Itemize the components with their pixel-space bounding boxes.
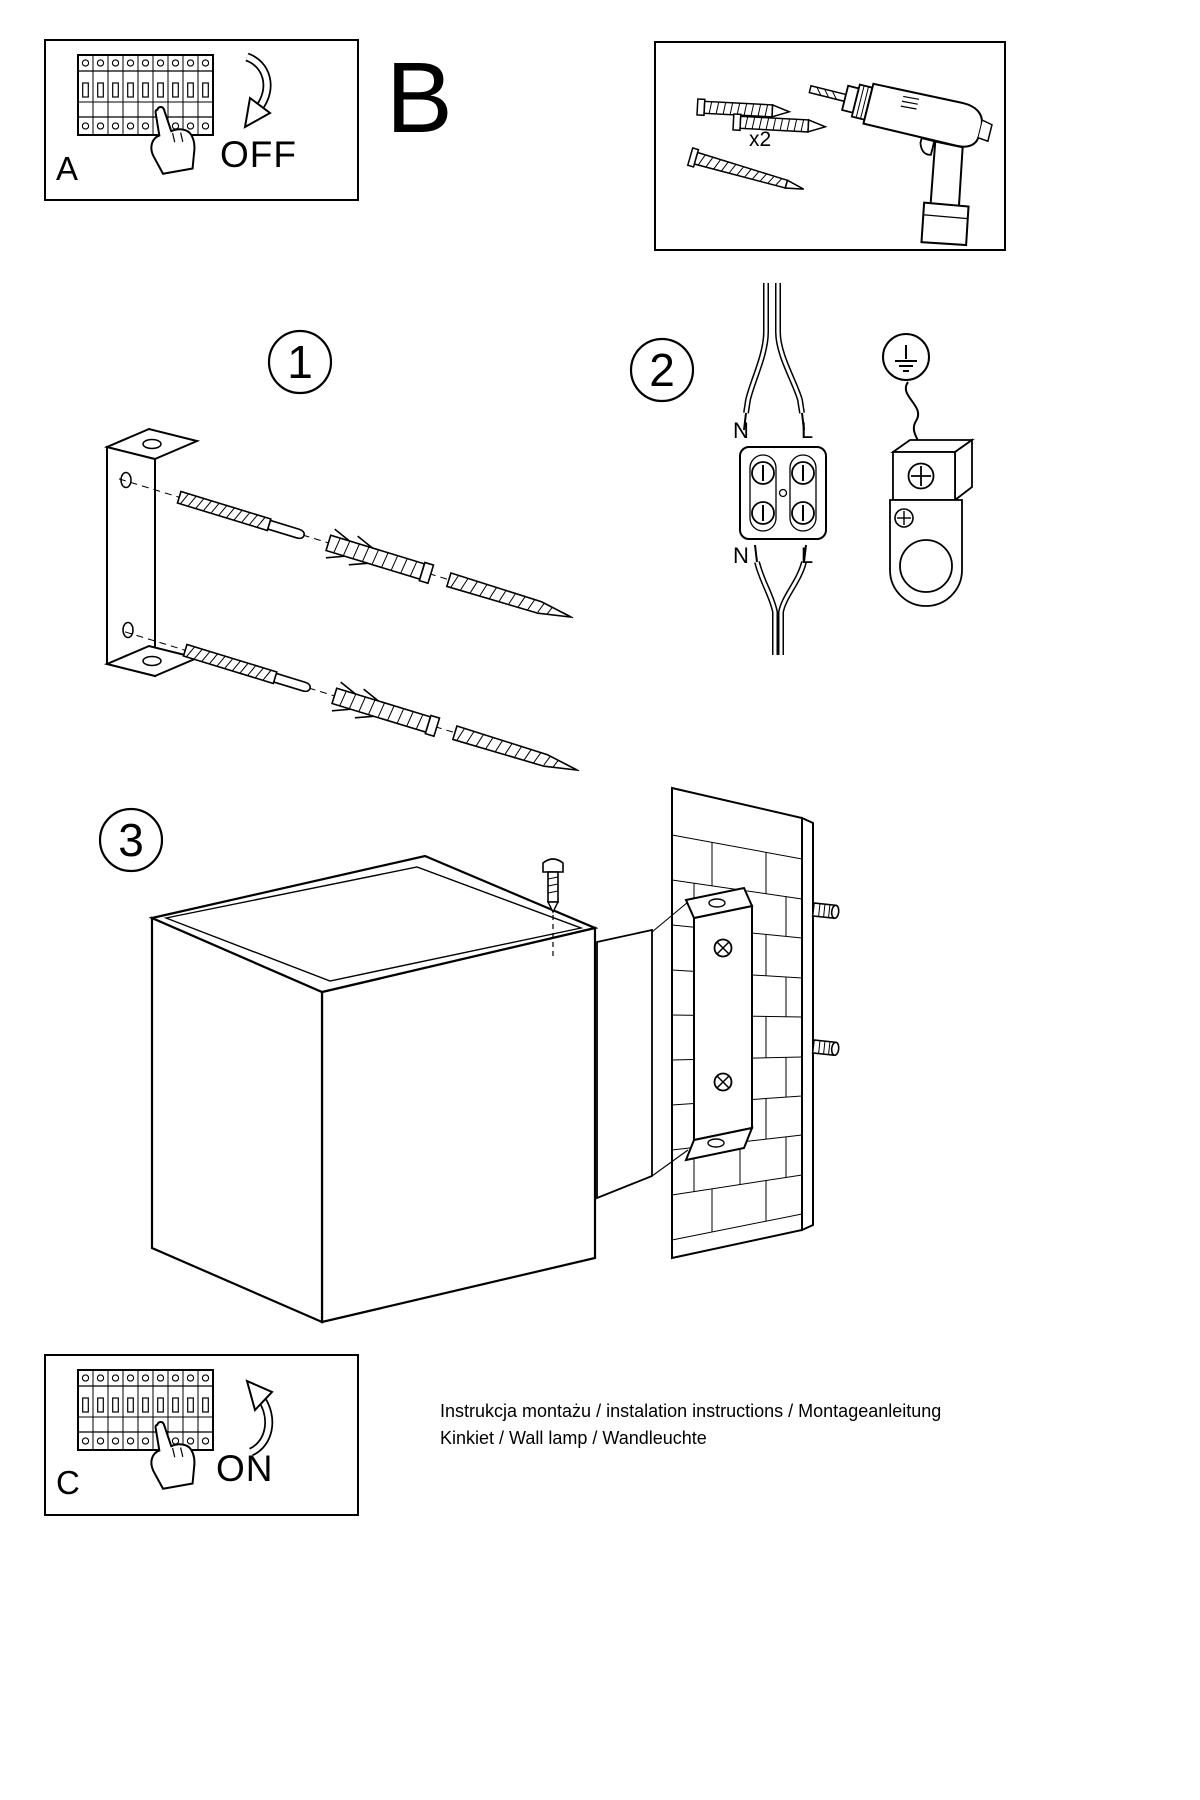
terminal-block-icon xyxy=(739,446,827,540)
terminal-label-live-top: L xyxy=(800,418,814,443)
power-off-state-label: OFF xyxy=(220,134,297,175)
power-on-box-label: C xyxy=(56,1464,80,1501)
mounting-bracket-icon xyxy=(103,427,201,678)
power-on-box-frame xyxy=(44,1354,359,1516)
output-wires-icon xyxy=(754,544,807,655)
drill-icon xyxy=(808,82,993,247)
power-off-box-label: A xyxy=(56,150,79,187)
step-1-circle xyxy=(267,329,333,395)
wall-bolt-icon xyxy=(811,902,841,920)
step-3-illustration xyxy=(98,786,841,1324)
power-on-state-label: ON xyxy=(216,1448,274,1489)
parts-box xyxy=(654,41,1006,251)
alignment-guide-line xyxy=(651,901,689,933)
step-2-illustration xyxy=(629,283,975,655)
alignment-guide-line xyxy=(651,1149,689,1177)
curved-arrow-down-icon xyxy=(243,52,272,129)
terminal-label-neutral-bottom: N xyxy=(733,543,749,568)
step-1-number: 1 xyxy=(287,336,313,388)
screw-anchor-assembly-icon xyxy=(113,463,581,634)
step-2-number: 2 xyxy=(649,344,675,396)
screw-icon xyxy=(686,147,805,190)
ground-terminal-icon xyxy=(889,381,975,607)
screw-anchor-assembly-icon xyxy=(119,616,587,787)
supply-wires-icon xyxy=(743,283,805,431)
power-on-box xyxy=(44,1354,359,1516)
lamp-cube-icon xyxy=(148,854,599,1324)
step-3-number: 3 xyxy=(118,814,144,866)
circuit-breaker-icon xyxy=(77,54,214,136)
power-off-box-frame xyxy=(44,39,359,201)
earth-symbol-icon xyxy=(882,333,930,381)
step-3-circle xyxy=(98,807,164,873)
wall-bracket-icon xyxy=(684,886,754,1162)
top-screw-icon xyxy=(542,858,564,956)
wall-bolt-icon xyxy=(811,1039,841,1057)
curved-arrow-up-icon xyxy=(245,1379,274,1457)
footer-product-line: Kinkiet / Wall lamp / Wandleuchte xyxy=(440,1428,707,1448)
lamp-backplate xyxy=(596,928,653,1200)
terminal-label-live-bottom: L xyxy=(800,543,814,568)
anchor-quantity-label: x2 xyxy=(749,128,772,151)
wall-anchor-icon xyxy=(732,113,827,136)
step-1-illustration xyxy=(103,329,587,787)
power-off-box xyxy=(44,39,359,201)
circuit-breaker-icon xyxy=(77,1369,214,1451)
footer-instructions-line: Instrukcja montażu / instalation instruc… xyxy=(440,1401,942,1421)
terminal-label-neutral-top: N xyxy=(733,418,749,443)
parts-box-frame xyxy=(654,41,1006,251)
step-2-circle xyxy=(629,337,695,403)
parts-box-label: B xyxy=(386,42,453,154)
